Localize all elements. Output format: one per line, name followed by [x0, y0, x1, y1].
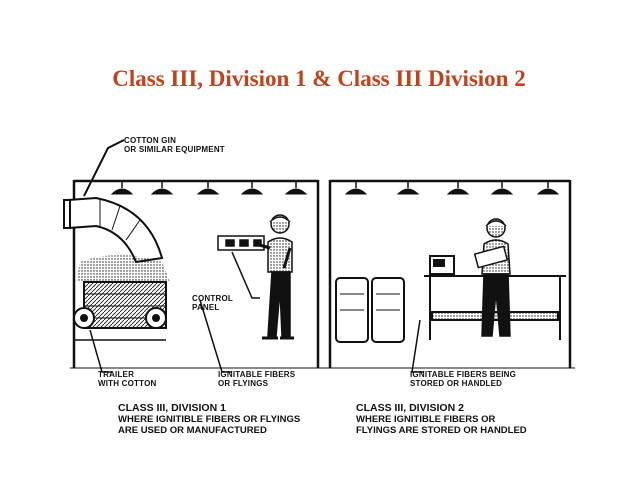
fibers-leader-left	[199, 299, 232, 373]
storage-bins	[335, 277, 405, 343]
ceiling-lights-left	[110, 181, 308, 195]
trailer-label: TRAILER WITH COTTON	[98, 370, 157, 388]
cotton-gin-leader	[83, 139, 125, 197]
flying-fibers-left	[76, 255, 170, 282]
ignitable-fibers-label: IGNITABLE FIBERS OR FLYINGS	[218, 370, 296, 388]
division-2-heading: CLASS III, DIVISION 2	[356, 402, 464, 414]
control-panel-leader	[231, 251, 260, 299]
control-panel-graphic	[217, 235, 265, 251]
work-table	[424, 255, 566, 340]
cotton-gin-label: COTTON GIN OR SIMILAR EQUIPMENT	[124, 136, 225, 154]
trailer-leader	[89, 329, 112, 373]
worker-left	[255, 214, 294, 340]
division-1-caption: CLASS III, DIVISION 1 WHERE IGNITIBLE FI…	[118, 402, 301, 437]
division-1-heading: CLASS III, DIVISION 1	[118, 402, 226, 414]
page-title: Class III, Division 1 & Class III Divisi…	[112, 66, 526, 91]
worker-right	[473, 218, 511, 337]
room-division-2	[328, 179, 572, 368]
division-2-caption: CLASS III, DIVISION 2 WHERE IGNITIBLE FI…	[356, 402, 527, 437]
cotton-gin-duct	[63, 196, 164, 264]
control-panel-label: CONTROL PANEL	[192, 294, 233, 312]
cotton-trailer	[73, 281, 167, 341]
stored-fibers-label: IGNITABLE FIBERS BEING STORED OR HANDLED	[410, 370, 517, 388]
fibers-leader-right	[411, 319, 424, 373]
ceiling-lights-right	[344, 181, 560, 195]
